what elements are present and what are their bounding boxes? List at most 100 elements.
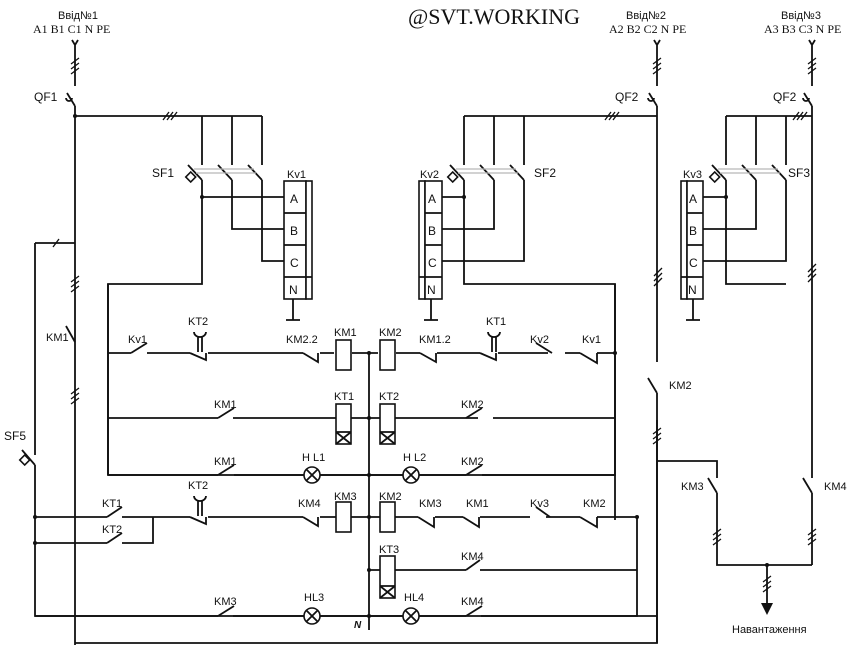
km1-lamp-contact-label: KM1 <box>214 456 237 468</box>
kt2-contact-label: KT2 <box>188 316 208 328</box>
km4-nc-contact-label: KM4 <box>298 498 321 510</box>
km4-lamp-contact-icon[interactable] <box>465 605 483 617</box>
load-arrow-icon <box>761 603 773 615</box>
sf2-label: SF2 <box>534 166 556 180</box>
km3-power-label: KM3 <box>681 481 704 493</box>
km2-contact-icon[interactable] <box>465 407 483 419</box>
three-phase-mark-icon <box>70 387 80 405</box>
sf3-group: SF3 Kv3 A B C N <box>680 164 810 321</box>
kt1-start-contact-icon[interactable] <box>106 506 123 518</box>
three-phase-mark-icon <box>652 57 662 75</box>
km2-nc-contact-label: KM2 <box>583 498 606 510</box>
km1-coil <box>335 339 352 371</box>
qf3-label: QF2 <box>773 90 797 104</box>
three-phase-mark-icon <box>604 111 620 121</box>
kv3-contact-icon[interactable] <box>535 506 551 518</box>
feeder-1-phases: A1 B1 C1 N PE <box>33 22 110 36</box>
kv3-relay <box>686 180 704 300</box>
sf5-label: SF5 <box>4 429 26 443</box>
qf1-breaker-icon[interactable] <box>65 92 76 107</box>
feeder-2: Ввід№2 A2 B2 C2 N PE QF2 <box>463 10 686 362</box>
km2-contact-label: KM2 <box>461 399 484 411</box>
kt3-coil <box>379 555 396 599</box>
three-phase-mark-icon <box>762 575 772 593</box>
km3-lamp-contact-icon[interactable] <box>217 605 235 617</box>
control-row-6: KM3 HL3 HL4 KM4 <box>35 517 638 625</box>
km1-2-contact-label: KM1.2 <box>419 334 451 346</box>
km4-power-label: KM4 <box>824 481 847 493</box>
qf1-label: QF1 <box>34 90 58 104</box>
three-phase-mark-icon <box>652 427 662 445</box>
kv2-contact-label: Kv2 <box>530 334 549 346</box>
kt2-timed-contact-2-label: KT2 <box>188 480 208 492</box>
km4-contact-label: KM4 <box>461 551 484 563</box>
three-phase-mark-icon <box>807 57 817 75</box>
kv2-contact-icon[interactable] <box>535 342 553 354</box>
ground-icon <box>286 299 300 321</box>
kt2-start-contact-icon[interactable] <box>106 532 123 544</box>
qf2-label: QF2 <box>615 90 639 104</box>
feeder-3-title: Ввід№3 <box>781 10 821 22</box>
kv1-label: Kv1 <box>287 169 306 181</box>
km3-lamp-contact-label: KM3 <box>214 596 237 608</box>
km1-lamp-contact-icon[interactable] <box>217 464 235 476</box>
kv2-terminal-b: B <box>428 224 436 238</box>
kv2-terminal-a: A <box>428 192 436 206</box>
kt1-timed-contact-icon[interactable] <box>479 331 501 362</box>
km2-coil-label: KM2 <box>379 327 402 339</box>
control-row-2: KM1 KT1 KT2 KM2 <box>108 391 615 445</box>
control-row-5: KT3 KM4 <box>367 544 637 599</box>
km1-power-label: KM1 <box>46 332 69 344</box>
kv1-terminal-c: C <box>290 256 299 270</box>
three-phase-mark-icon <box>653 267 663 287</box>
kv2-terminal-n: N <box>427 283 436 297</box>
km1-2-contact-icon[interactable] <box>419 352 437 364</box>
kt2-timed-contact-icon[interactable] <box>189 331 207 362</box>
kv1-terminal-a: A <box>290 192 298 206</box>
single-phase-mark-icon <box>52 238 60 248</box>
load-label: Навантаження <box>732 624 807 636</box>
hl2-label: H L2 <box>403 452 426 464</box>
km4-nc-contact-icon[interactable] <box>302 516 319 528</box>
km2-nc-contact-icon[interactable] <box>579 516 598 529</box>
qf3-breaker-icon[interactable] <box>802 92 813 107</box>
three-phase-mark-icon <box>70 275 80 293</box>
km2-lamp-contact-icon[interactable] <box>465 464 483 476</box>
km3-nc-contact-icon[interactable] <box>417 516 435 529</box>
feeder-2-title: Ввід№2 <box>626 10 666 22</box>
kv1-contact-icon[interactable] <box>130 342 148 354</box>
km3-coil <box>335 501 352 533</box>
km3-power-contact-icon[interactable] <box>707 477 812 566</box>
kv2-label: Kv2 <box>420 169 439 181</box>
kv3-terminal-a: A <box>689 192 697 206</box>
kt2-timed-contact-2-icon[interactable] <box>189 495 207 526</box>
watermark: @SVT.WORKING <box>408 4 580 29</box>
km1-contact-icon[interactable] <box>217 407 235 419</box>
kv1-contact-label: Kv1 <box>128 334 147 346</box>
feeder-1-title: Ввід№1 <box>58 10 98 22</box>
km2-power-contact-icon[interactable] <box>647 377 658 643</box>
kt2-coil-label: KT2 <box>379 391 399 403</box>
three-phase-mark-icon <box>162 111 178 121</box>
control-row-3: KM1 H L1 H L2 KM2 <box>214 452 484 484</box>
feeder-2-phases: A2 B2 C2 N PE <box>609 22 686 36</box>
km1-power-contact-icon[interactable] <box>65 325 76 343</box>
km3-nc-contact-label: KM3 <box>419 498 442 510</box>
kv2-terminal-c: C <box>428 256 437 270</box>
hl1-label: H L1 <box>302 452 325 464</box>
km1-contact-label: KM1 <box>214 399 237 411</box>
qf2-breaker-icon[interactable] <box>647 92 658 107</box>
km1-nc-contact-icon[interactable] <box>462 516 480 529</box>
kt2-start-contact-label: KT2 <box>102 524 122 536</box>
km2-power-label: KM2 <box>669 380 692 392</box>
kv1-nc-contact-icon[interactable] <box>579 352 598 365</box>
kv1-terminal-b: B <box>290 224 298 238</box>
km2-2-contact-icon[interactable] <box>302 352 319 364</box>
km4-power-contact-icon[interactable] <box>802 477 813 565</box>
sf3-label: SF3 <box>788 166 810 180</box>
kv2-relay <box>424 180 443 300</box>
km4-contact-icon[interactable] <box>465 559 481 571</box>
three-phase-mark-icon <box>70 57 80 75</box>
ground-icon <box>686 299 700 321</box>
